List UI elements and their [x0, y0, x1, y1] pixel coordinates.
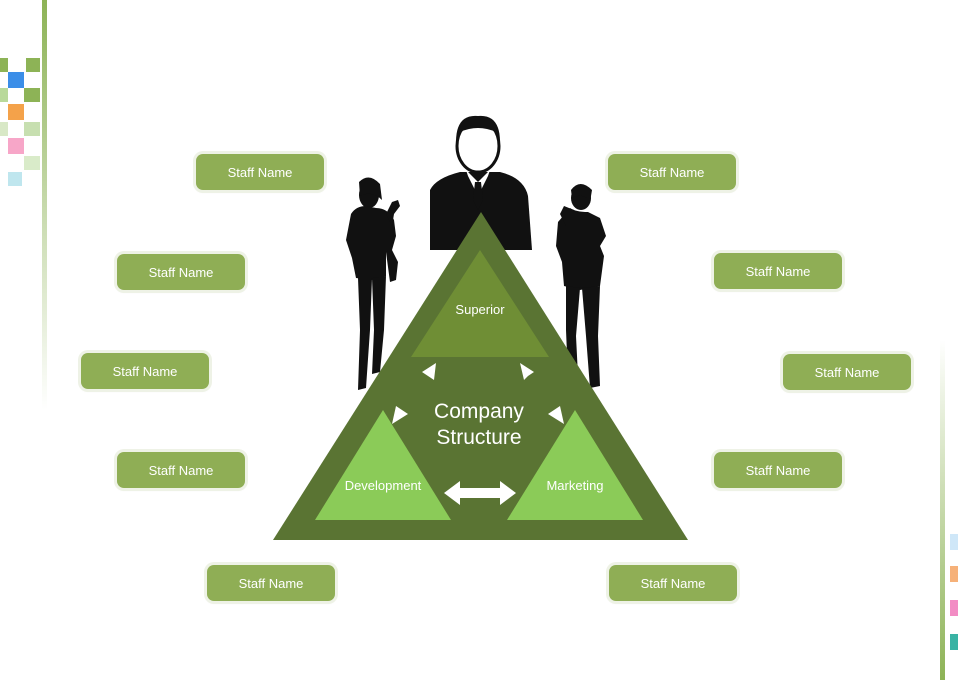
staff-box[interactable]: Staff Name: [207, 565, 335, 601]
right-accent-bar: [940, 340, 945, 680]
staff-box[interactable]: Staff Name: [608, 154, 736, 190]
marketing-label: Marketing: [546, 478, 603, 493]
staff-box[interactable]: Staff Name: [783, 354, 911, 390]
mosaic-decoration-right: [950, 534, 958, 650]
mosaic-decoration-left: [0, 58, 40, 186]
staff-box[interactable]: Staff Name: [81, 353, 209, 389]
staff-box[interactable]: Staff Name: [714, 452, 842, 488]
staff-box[interactable]: Staff Name: [196, 154, 324, 190]
businessman-icon: [430, 115, 532, 250]
staff-box[interactable]: Staff Name: [117, 452, 245, 488]
development-triangle[interactable]: [315, 410, 451, 520]
center-title-line1: Company: [434, 400, 524, 423]
superior-triangle[interactable]: [411, 250, 549, 357]
businesswoman-left-icon: [346, 177, 400, 390]
superior-label: Superior: [455, 302, 505, 317]
left-accent-bar: [42, 0, 47, 410]
staff-box[interactable]: Staff Name: [609, 565, 737, 601]
staff-box[interactable]: Staff Name: [714, 253, 842, 289]
development-label: Development: [345, 478, 422, 493]
staff-box[interactable]: Staff Name: [117, 254, 245, 290]
double-arrow-icon: [392, 363, 564, 505]
center-title-line2: Structure: [436, 426, 521, 449]
marketing-triangle[interactable]: [507, 410, 643, 520]
